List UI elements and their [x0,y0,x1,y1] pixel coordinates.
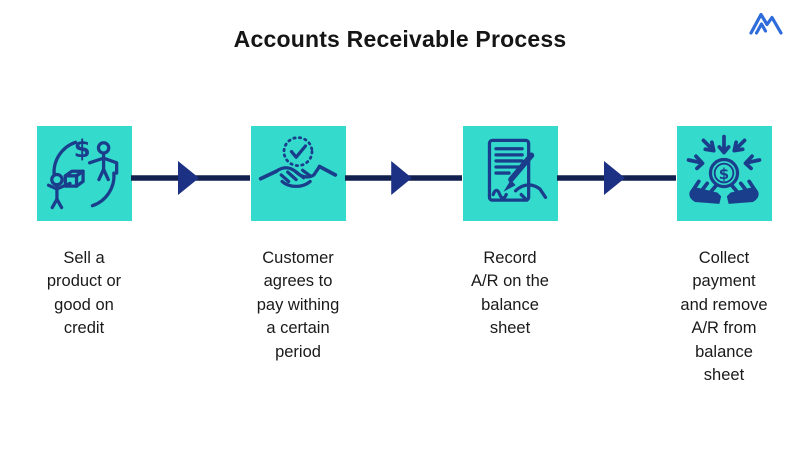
step-2-icon-box [250,126,346,221]
svg-text:$: $ [74,134,91,163]
handshake-agreement-icon [258,135,338,188]
step-3-icon-box [462,126,558,221]
step-1-label: Sell a product or good on credit [46,249,122,338]
right-arrow-icon [345,161,462,195]
record-signature-document-icon [487,138,548,202]
process-step-3: Record A/R on the balance sheet [435,126,585,341]
process-arrow-2 [345,156,462,200]
step-3-label: Record A/R on the balance sheet [471,249,549,338]
step-2-label: Customer agrees to pay withing a certain… [256,249,340,361]
step-1-icon-box: $ [36,126,132,221]
step-4-label: Collect payment and remove A/R from bala… [680,249,768,385]
process-step-2: Customer agrees to pay withing a certain… [223,126,373,364]
process-step-1: $ Sell a product or good on credit [9,126,159,341]
right-arrow-icon [557,161,676,195]
process-arrow-3 [557,156,676,200]
collect-payment-hands-icon: $ [686,134,762,204]
svg-text:$: $ [719,165,729,183]
step-4-icon-box: $ [676,126,772,221]
mountain-logo-icon [749,12,783,35]
process-step-4: $ Collect payment and remove A/R from ba… [649,126,799,388]
sell-product-exchange-icon: $ [46,134,119,209]
right-arrow-icon [131,161,250,195]
process-arrow-1 [131,156,250,200]
page-title: Accounts Receivable Process [233,26,567,52]
